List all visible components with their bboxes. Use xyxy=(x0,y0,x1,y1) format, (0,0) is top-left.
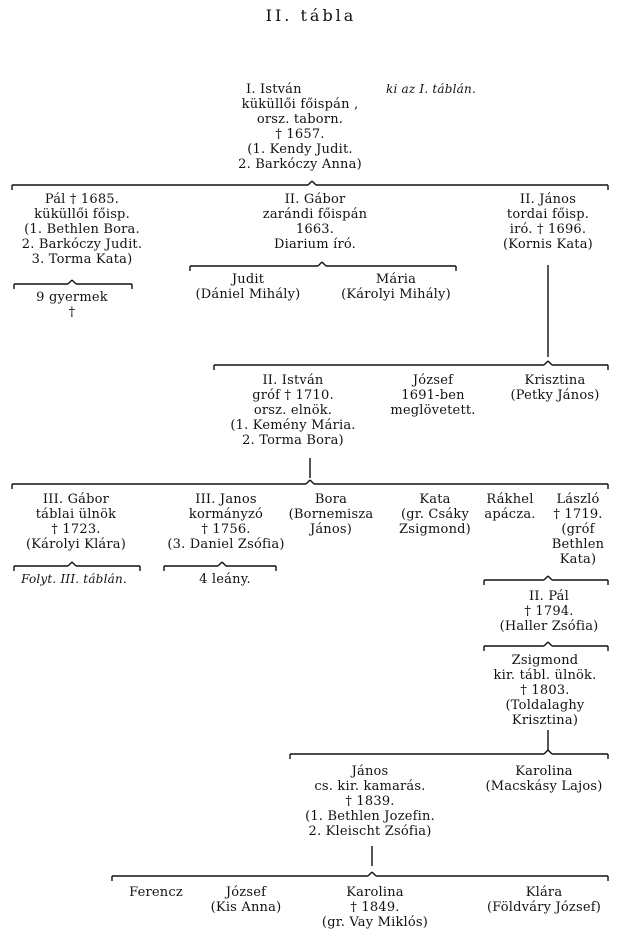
tree-connector-14 xyxy=(67,279,73,285)
tree-connector-28 xyxy=(305,479,311,485)
person-kata: Kata (gr. Csáky Zsigmond) xyxy=(399,492,471,537)
gabor-iii-note: Folyt. III. táblán. xyxy=(21,572,127,586)
tree-connector-8 xyxy=(317,261,323,267)
tree-connector-66 xyxy=(367,871,373,877)
person-janos-iii: III. Janos kormányzó † 1756. (3. Daniel … xyxy=(167,492,285,552)
person-maria: Mária (Károlyi Mihály) xyxy=(341,272,451,302)
istvan-i-info: küküllői főispán , orsz. taborn. † 1657.… xyxy=(238,97,362,172)
tree-connector-67 xyxy=(371,871,377,877)
tree-connector-22 xyxy=(547,360,553,366)
page-title: II. tábla xyxy=(265,6,357,25)
person-rakhel: Rákhel apácza. xyxy=(484,492,536,522)
tree-connector-34 xyxy=(67,561,73,567)
tree-connector-60 xyxy=(547,749,553,755)
tree-connector-15 xyxy=(71,279,77,285)
tree-connector-53 xyxy=(547,641,553,647)
tree-connector-47 xyxy=(547,575,553,581)
person-janos-cs: János cs. kir. kamarás. † 1839. (1. Beth… xyxy=(305,764,435,839)
person-bora: Bora (Bornemisza János) xyxy=(288,492,374,537)
tree-connector-2 xyxy=(307,180,313,186)
tree-connector-21 xyxy=(543,360,549,366)
person-zsigmond: Zsigmond kir. tábl. ülnök. † 1803. (Told… xyxy=(493,653,597,728)
person-karolina-1: Karolina (Macskásy Lajos) xyxy=(485,764,603,794)
person-krisztina: Krisztina (Petky János) xyxy=(510,373,600,403)
person-janos-ii: II. János tordai főisp. iró. † 1696. (Ko… xyxy=(503,192,593,252)
tree-connector-46 xyxy=(543,575,549,581)
person-laszlo: László † 1719. (gróf Bethlen Kata) xyxy=(551,492,605,567)
tree-connector-29 xyxy=(309,479,315,485)
pal-i-children: 9 gyermek † xyxy=(36,290,108,320)
person-gabor-iii: III. Gábor táblai ülnök † 1723. (Károlyi… xyxy=(25,492,127,552)
tree-connector-40 xyxy=(217,561,223,567)
person-karolina-2: Karolina † 1849. (gr. Vay Miklós) xyxy=(321,885,429,930)
tree-connector-59 xyxy=(543,749,549,755)
person-pal-i: Pál † 1685. küküllői főisp. (1. Bethlen … xyxy=(21,192,143,267)
person-judit: Judit (Dániel Mihály) xyxy=(195,272,301,302)
person-gabor-ii: II. Gábor zarándi főispán 1663. Diarium … xyxy=(262,192,368,252)
person-jozsef-2: József (Kis Anna) xyxy=(210,885,282,915)
tree-connector-35 xyxy=(71,561,77,567)
tree-connector-52 xyxy=(543,641,549,647)
tree-connector-3 xyxy=(311,180,317,186)
person-ferencz: Ferencz xyxy=(129,885,183,900)
tree-connector-41 xyxy=(221,561,227,567)
istvan-i-note: ki az I. táblán. xyxy=(386,82,476,96)
janos-iii-children: 4 leány. xyxy=(199,572,251,587)
person-pal-ii: II. Pál † 1794. (Haller Zsófia) xyxy=(499,589,599,634)
person-istvan-ii: II. István gróf † 1710. orsz. elnök. (1.… xyxy=(230,373,356,448)
person-jozsef-1: József 1691-ben meglövetett. xyxy=(390,373,476,418)
person-klara: Klára (Földváry József) xyxy=(486,885,601,915)
tree-connector-9 xyxy=(321,261,327,267)
person-istvan-i: I. István xyxy=(246,82,302,97)
